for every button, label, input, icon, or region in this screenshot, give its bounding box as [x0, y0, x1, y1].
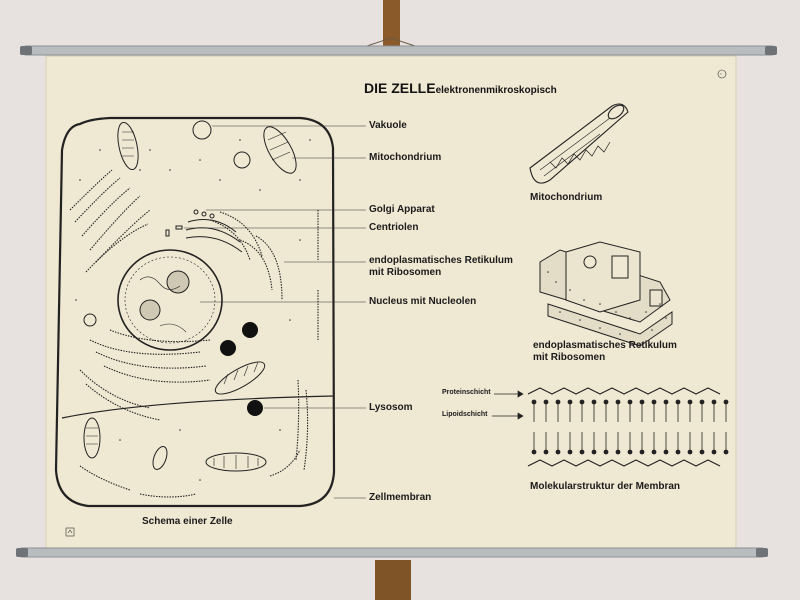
label-er-line1: endoplasmatisches Retikulum [369, 255, 513, 266]
membrane-lipid-bottom [531, 432, 729, 455]
publisher-logo [65, 527, 75, 537]
publisher-logo-mark [67, 529, 73, 534]
lipid-head [711, 449, 717, 455]
vacuole-3 [83, 313, 97, 327]
lipid-head [567, 449, 573, 455]
lipid-head [567, 399, 573, 405]
label-centriolen: Centriolen [369, 222, 419, 233]
label-lipoidschicht: Lipoidschicht [442, 411, 488, 418]
lipid-head [615, 399, 621, 405]
lipid-head [591, 399, 597, 405]
lipid-head [555, 449, 561, 455]
lipid-head [663, 449, 669, 455]
nucleolus-1 [166, 270, 190, 294]
detail-label-er-line1: endoplasmatisches Retikulum [533, 340, 677, 351]
label-proteinschicht: Proteinschicht [442, 389, 491, 396]
bottom-rod-cap-left [16, 548, 28, 557]
lipid-head [531, 449, 537, 455]
top-rod-cap-right [765, 46, 777, 55]
lipid-head [531, 399, 537, 405]
lipid-head [543, 399, 549, 405]
top-rod [21, 45, 777, 56]
cell-outline [54, 116, 336, 508]
label-golgi-apparat: Golgi Apparat [369, 204, 435, 215]
membrane-lipid-top [531, 399, 729, 422]
lipid-head [639, 449, 645, 455]
lipid-head [579, 449, 585, 455]
centrioles [165, 225, 183, 237]
nucleolus-2 [139, 299, 161, 321]
leader-lines [184, 125, 366, 499]
lysosome-2 [220, 340, 236, 356]
label-lysosom: Lysosom [369, 402, 413, 413]
chart-title: DIE ZELLEelektronenmikroskopisch [364, 80, 557, 98]
title-main: DIE ZELLE [364, 80, 436, 96]
lipid-head [723, 449, 729, 455]
lipid-head [639, 399, 645, 405]
lipid-head [615, 449, 621, 455]
membrane-protein-top [527, 387, 721, 395]
vacuole-1 [192, 120, 212, 140]
label-zellmembran: Zellmembran [369, 492, 432, 503]
detail-er-ribosomes [547, 271, 667, 335]
page-number: 6 [720, 72, 722, 76]
lipid-head [555, 399, 561, 405]
detail-label-er-line2: mit Ribosomen [533, 352, 606, 363]
cell-diagram [54, 116, 336, 508]
label-vakuole: Vakuole [369, 120, 407, 131]
lipid-head [627, 399, 633, 405]
lipid-head [591, 449, 597, 455]
lipid-head [603, 449, 609, 455]
lipid-head [543, 449, 549, 455]
lipid-head [651, 449, 657, 455]
detail-mitochondrium [529, 103, 629, 184]
endoplasmic-reticulum [69, 169, 319, 498]
cell-mitochondria [83, 121, 297, 472]
membrane-protein-bottom [527, 459, 721, 467]
lipid-head [603, 399, 609, 405]
lipid-head [579, 399, 585, 405]
chromatin [139, 276, 187, 333]
lipid-head [675, 449, 681, 455]
lysosome-1 [242, 322, 258, 338]
bottom-rod-cap-right [756, 548, 768, 557]
lipid-head [723, 399, 729, 405]
membrane-arrows [492, 390, 524, 420]
lipid-head [627, 449, 633, 455]
label-er-line2: mit Ribosomen [369, 267, 442, 278]
title-sub: elektronenmikroskopisch [435, 85, 557, 96]
lipid-head [675, 399, 681, 405]
lipid-head [651, 399, 657, 405]
lipid-head [663, 399, 669, 405]
detail-membrane [527, 387, 729, 467]
cell-partition-line [61, 395, 335, 419]
lipid-head [687, 399, 693, 405]
bottom-rod [17, 547, 767, 558]
lipid-head [699, 399, 705, 405]
detail-label-membrane: Molekularstruktur der Membran [530, 481, 681, 492]
cell-caption: Schema einer Zelle [142, 516, 233, 527]
ribosome-dots [75, 139, 311, 481]
vacuole-2 [233, 151, 251, 169]
top-rod-cap-left [20, 46, 32, 55]
label-nucleus: Nucleus mit Nucleolen [369, 296, 477, 307]
lysosome-3 [247, 400, 263, 416]
nuclear-envelope [124, 256, 216, 344]
page-number-circle [717, 69, 727, 79]
lipid-head [699, 449, 705, 455]
lipid-head [687, 449, 693, 455]
wooden-stand-top [383, 0, 400, 46]
golgi-apparatus [185, 209, 243, 253]
detail-label-mitochondrium: Mitochondrium [530, 192, 603, 203]
label-mitochondrium: Mitochondrium [369, 152, 442, 163]
lipid-head [711, 399, 717, 405]
wooden-stand-bottom [375, 560, 411, 600]
nucleus [117, 249, 223, 351]
detail-er-block [539, 241, 673, 347]
